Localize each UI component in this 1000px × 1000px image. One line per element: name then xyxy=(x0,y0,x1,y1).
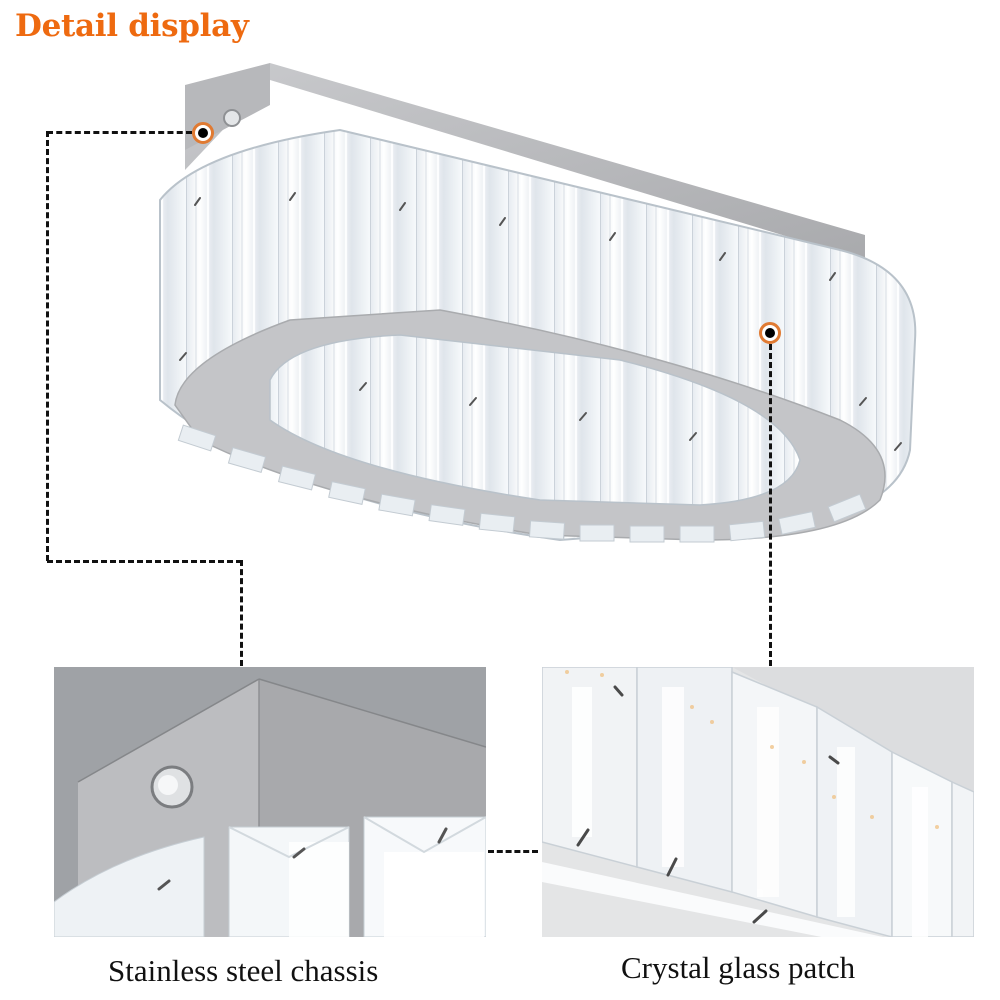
detail-image-crystal xyxy=(542,667,974,937)
leader-line xyxy=(240,560,243,666)
page-title: Detail display xyxy=(15,8,249,44)
caption-crystal: Crystal glass patch xyxy=(621,950,856,985)
leader-line xyxy=(488,850,538,853)
detail-image-chassis xyxy=(54,667,486,937)
leader-line xyxy=(769,344,772,666)
callout-marker-crystal xyxy=(759,322,781,344)
leader-line xyxy=(47,560,242,563)
leader-line xyxy=(47,131,192,134)
callout-marker-chassis xyxy=(192,122,214,144)
caption-chassis: Stainless steel chassis xyxy=(108,953,379,988)
crystal-closeup xyxy=(542,667,974,937)
chassis-closeup xyxy=(54,667,486,937)
leader-line xyxy=(46,131,49,561)
crystal-light-illustration xyxy=(159,63,917,543)
main-product-image xyxy=(140,60,930,560)
